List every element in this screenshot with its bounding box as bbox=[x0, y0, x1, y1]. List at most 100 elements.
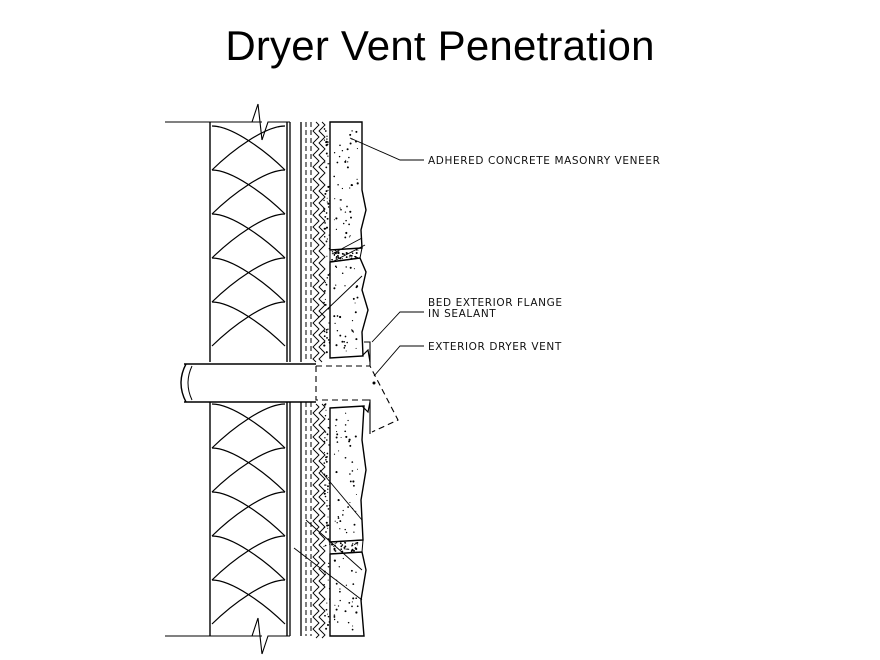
stone-dot bbox=[335, 228, 338, 231]
stone-dot bbox=[352, 625, 354, 627]
mortar-dot bbox=[324, 303, 327, 306]
stone-dot bbox=[349, 187, 351, 189]
stone-dot bbox=[354, 435, 357, 438]
dryer-vent-duct bbox=[180, 363, 316, 403]
stone-dot bbox=[336, 315, 339, 317]
mortar-dot bbox=[323, 330, 326, 333]
stone-dot bbox=[339, 207, 341, 209]
stone-dot bbox=[334, 322, 336, 325]
mortar-dot bbox=[325, 331, 328, 334]
mortar-dot bbox=[324, 544, 327, 547]
stone-dot bbox=[335, 266, 338, 268]
mortar-dot bbox=[327, 488, 329, 490]
grout-dot bbox=[333, 254, 335, 256]
mortar-dot bbox=[325, 484, 327, 486]
weather-barrier bbox=[305, 122, 312, 636]
mortar-dot bbox=[326, 439, 328, 441]
stone-dot bbox=[339, 144, 341, 147]
stone-dot bbox=[333, 615, 336, 618]
grout-dot bbox=[345, 252, 348, 254]
mortar-dot bbox=[323, 199, 325, 202]
mortar-dot bbox=[326, 238, 329, 240]
mortar-dot bbox=[325, 531, 327, 533]
stone-dot bbox=[355, 130, 358, 133]
mortar-dot bbox=[324, 403, 327, 405]
stone-dot bbox=[352, 331, 355, 333]
stone-dot bbox=[351, 605, 353, 608]
stone-dot bbox=[351, 628, 354, 631]
stone-dot bbox=[344, 456, 347, 459]
grout-dot bbox=[351, 545, 353, 547]
mortar-dot bbox=[324, 573, 327, 575]
grout-dot bbox=[344, 542, 346, 544]
stone-dot bbox=[349, 142, 352, 145]
stone-dot bbox=[353, 523, 356, 526]
veneer-joint-grout bbox=[329, 247, 364, 555]
stone-dot bbox=[344, 430, 347, 433]
mortar-dot bbox=[327, 527, 329, 529]
mortar-dot bbox=[323, 344, 326, 347]
grout-dot bbox=[335, 252, 338, 254]
mortar-dot bbox=[323, 451, 326, 453]
stone-dot bbox=[337, 183, 339, 186]
mortar-dot bbox=[326, 138, 328, 140]
grout-dot bbox=[331, 258, 333, 261]
stone-dot bbox=[351, 329, 353, 331]
grout-dot bbox=[340, 548, 343, 551]
stone-dot bbox=[333, 559, 336, 562]
grout-dot bbox=[352, 542, 354, 545]
mortar-dot bbox=[327, 566, 329, 568]
grout-dot bbox=[333, 547, 336, 551]
veneer-stone-2 bbox=[329, 257, 369, 359]
grout-dot bbox=[344, 545, 347, 548]
stone-dot bbox=[349, 473, 351, 475]
mortar-dot bbox=[326, 456, 328, 458]
mortar-dot bbox=[323, 462, 326, 464]
mortar-dot bbox=[326, 227, 328, 229]
stone-dot bbox=[342, 514, 344, 516]
grout-dot bbox=[355, 543, 357, 545]
mortar-dot bbox=[327, 155, 329, 157]
mortar-dot bbox=[325, 140, 328, 143]
mortar-dot bbox=[327, 516, 329, 518]
mortar-dot bbox=[327, 485, 329, 488]
mortar-dot bbox=[326, 505, 328, 507]
insulation-batt bbox=[211, 125, 286, 625]
mortar-dot bbox=[327, 189, 329, 191]
mortar-dot bbox=[325, 152, 328, 155]
stone-dot bbox=[342, 509, 344, 512]
mortar-dot bbox=[327, 202, 330, 205]
stone-dot bbox=[352, 583, 355, 585]
stone-dot bbox=[353, 531, 355, 533]
stone-dot bbox=[342, 222, 345, 225]
stone-dot bbox=[356, 468, 359, 470]
mortar-dot bbox=[327, 339, 330, 341]
grout-dot bbox=[350, 549, 353, 552]
stone-dot bbox=[334, 520, 336, 522]
stone-dot bbox=[352, 480, 355, 483]
stone-dot bbox=[336, 161, 339, 164]
mortar-dot bbox=[326, 499, 328, 502]
lath-scratch-coat bbox=[312, 121, 326, 639]
mortar-dot bbox=[324, 431, 327, 433]
lath-zigzag bbox=[312, 403, 320, 639]
stone-dot bbox=[351, 470, 354, 472]
stone-dot bbox=[333, 315, 336, 318]
grout-dot bbox=[345, 256, 348, 259]
wall-sheathing bbox=[289, 122, 302, 636]
stone-dot bbox=[333, 614, 336, 616]
grout-dot bbox=[340, 545, 343, 548]
mortar-dot bbox=[323, 545, 325, 548]
mortar-dot bbox=[327, 328, 329, 330]
mortar-dot bbox=[325, 608, 328, 611]
stone-dot bbox=[348, 223, 350, 226]
label-veneer: ADHERED CONCRETE MASONRY VENEER bbox=[428, 155, 661, 167]
stone-dot bbox=[336, 522, 338, 524]
mortar-dot bbox=[324, 414, 327, 417]
stone-dot bbox=[355, 338, 358, 341]
mortar-dot bbox=[323, 515, 325, 517]
stone-dot bbox=[342, 557, 344, 560]
insulation-loops bbox=[211, 125, 286, 347]
mortar-dot bbox=[323, 128, 326, 130]
mortar-dot bbox=[323, 227, 326, 230]
